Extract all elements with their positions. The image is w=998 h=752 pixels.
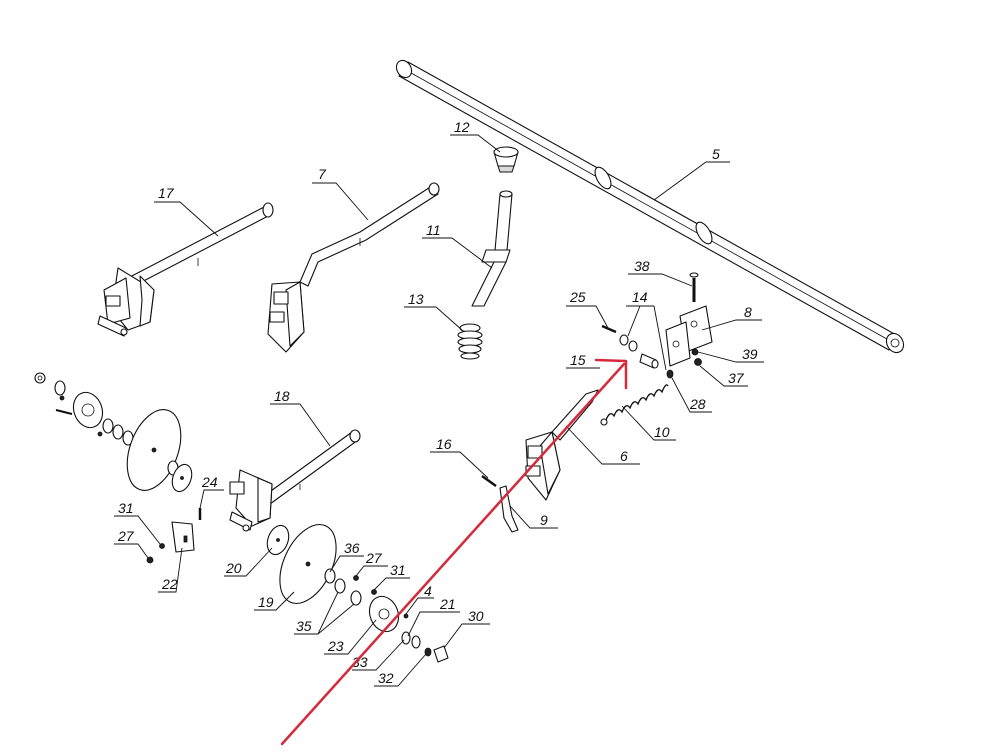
part-39-washer (691, 348, 699, 356)
callout-38: 38 (628, 258, 693, 287)
part-8-bracket (665, 305, 713, 367)
callout-6: 6 (565, 425, 640, 465)
callout-24-label: 24 (201, 474, 218, 490)
callout-32: 32 (374, 653, 427, 687)
callout-22-label: 22 (161, 576, 178, 592)
callout-12-label: 12 (454, 119, 470, 135)
callout-24: 24 (199, 474, 224, 509)
part-27a-nut (146, 556, 154, 564)
callout-28: 28 (671, 377, 712, 413)
left-hub-stack (34, 372, 134, 446)
part-15-sleeve (639, 353, 659, 369)
callout-9: 9 (509, 505, 558, 529)
callout-20: 20 (224, 547, 273, 577)
callout-11-label: 11 (426, 222, 441, 238)
callout-25-label: 25 (569, 289, 586, 305)
callout-27-left-label: 27 (117, 528, 135, 544)
callout-11: 11 (422, 222, 493, 269)
callout-16-label: 16 (436, 436, 452, 452)
callout-5-label: 5 (712, 146, 720, 162)
part-12-cap (493, 146, 519, 173)
callout-4: 4 (405, 583, 434, 615)
callout-27-left: 27 (114, 528, 149, 559)
part-5-main-tube (395, 59, 905, 354)
part-22-plate (171, 521, 195, 553)
callout-14: 14 (626, 289, 667, 371)
callout-18-label: 18 (274, 388, 290, 404)
callout-38-label: 38 (634, 258, 650, 274)
part-11-rod (471, 190, 513, 307)
callout-28-label: 28 (689, 396, 706, 412)
callout-27-right: 27 (355, 550, 388, 577)
callout-30-label: 30 (468, 608, 484, 624)
callout-21-label: 21 (439, 596, 456, 612)
callout-36: 36 (329, 540, 364, 573)
callout-39: 39 (697, 346, 764, 363)
callout-19-label: 19 (258, 594, 274, 610)
part-14-bushing (619, 334, 638, 352)
callouts: 5 12 11 13 17 7 38 (114, 119, 764, 687)
part-37-nut (694, 358, 702, 366)
part-6-lever-arm (525, 389, 599, 501)
callout-6-label: 6 (620, 448, 628, 464)
callout-35-label: 35 (296, 618, 312, 634)
part-7-curved-arm (267, 182, 440, 353)
callout-10-label: 10 (654, 424, 670, 440)
callout-39-label: 39 (742, 346, 758, 362)
right-hub-stack (324, 568, 449, 663)
part-18-arm-assembly (229, 429, 361, 532)
callout-8: 8 (701, 304, 762, 331)
part-10-spring (600, 384, 669, 426)
callout-19: 19 (254, 591, 295, 611)
callout-4-label: 4 (424, 583, 432, 599)
callout-17: 17 (154, 185, 219, 237)
part-28-washer (666, 369, 674, 379)
callout-16: 16 (430, 436, 489, 479)
callout-33: 33 (352, 639, 405, 671)
callout-13-label: 13 (408, 291, 424, 307)
callout-31-left: 31 (114, 500, 161, 545)
callout-31-left-label: 31 (118, 500, 134, 516)
callout-36-label: 36 (344, 540, 360, 556)
callout-15: 15 (566, 352, 600, 369)
callout-37-label: 37 (728, 370, 745, 386)
callout-8-label: 8 (744, 304, 752, 320)
part-31a-bolt (159, 543, 165, 549)
callout-30: 30 (443, 608, 490, 649)
callout-15-label: 15 (570, 352, 586, 368)
callout-22: 22 (158, 547, 183, 593)
callout-10: 10 (621, 405, 676, 441)
part-13-spring-bellow (457, 323, 483, 360)
left-discs (126, 409, 193, 493)
callout-27-right-label: 27 (365, 550, 383, 566)
part-16-pin (481, 474, 497, 488)
callout-25: 25 (566, 289, 609, 329)
callout-7: 7 (312, 166, 369, 221)
callout-14-label: 14 (632, 289, 648, 305)
callout-31-right-label: 31 (390, 562, 406, 578)
callout-23-label: 23 (327, 638, 344, 654)
callout-5: 5 (653, 146, 730, 201)
callout-17-label: 17 (158, 185, 175, 201)
part-20-small-disc (266, 524, 290, 556)
callout-20-label: 20 (225, 560, 242, 576)
callout-33-label: 33 (352, 654, 368, 670)
callout-13: 13 (404, 291, 463, 331)
red-annotation-arrow (280, 358, 628, 746)
callout-18: 18 (270, 388, 331, 447)
callout-23: 23 (324, 619, 377, 655)
callout-32-label: 32 (378, 670, 394, 686)
part-38-bolt (689, 272, 699, 302)
callout-9-label: 9 (540, 512, 548, 528)
part-17-arm-assembly (97, 202, 274, 337)
callout-37: 37 (699, 365, 748, 387)
part-25-pin (601, 324, 617, 334)
callout-21: 21 (407, 596, 460, 637)
callout-12: 12 (450, 119, 501, 153)
callout-31-right: 31 (373, 562, 410, 591)
callout-7-label: 7 (318, 166, 327, 182)
callout-35: 35 (294, 591, 355, 635)
